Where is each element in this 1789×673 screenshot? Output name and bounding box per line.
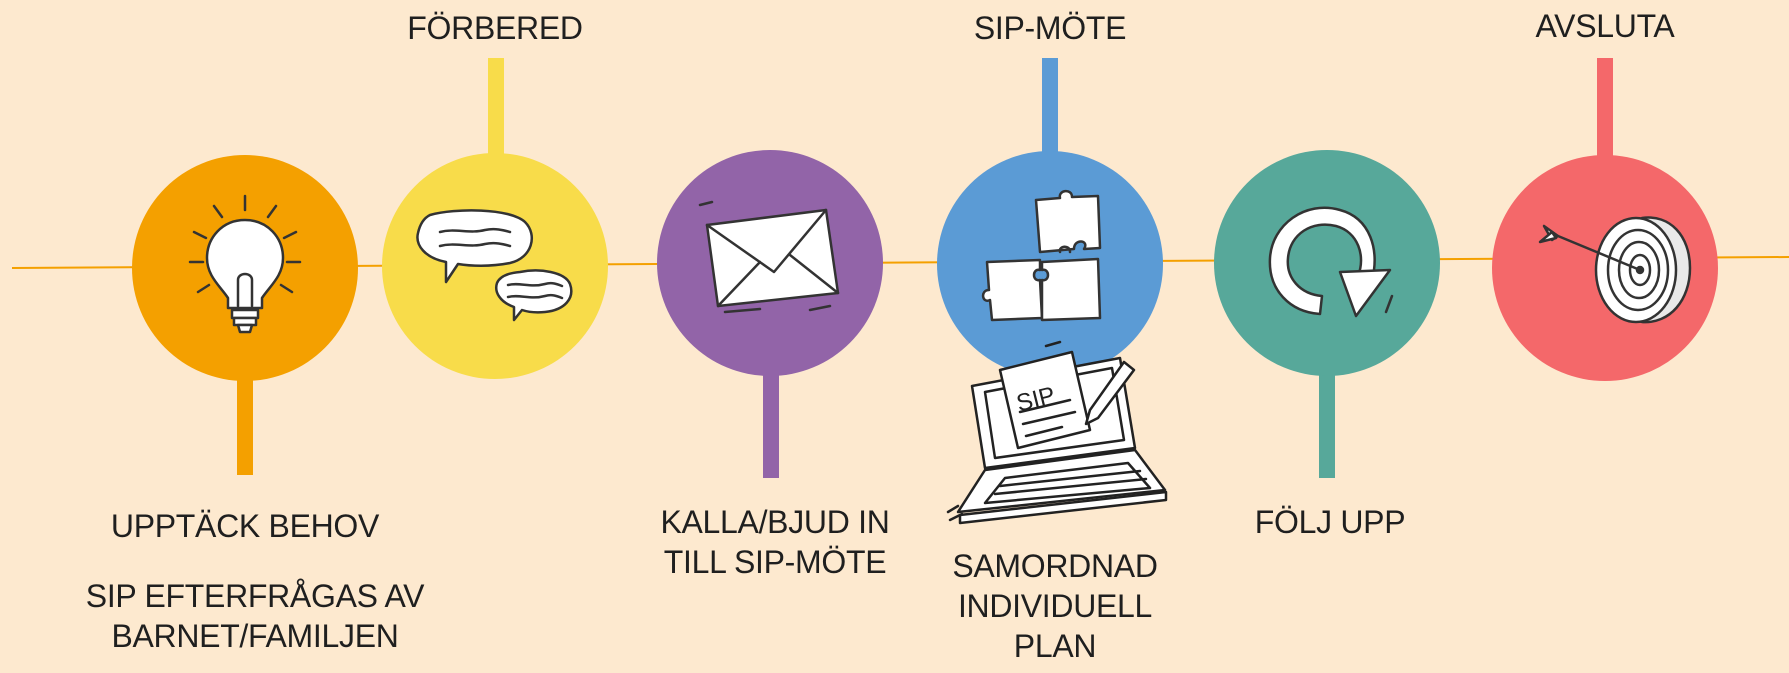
- laptop-sip-icon: [946, 340, 1168, 525]
- label-upptack-subtitle: SIP EFTERFRÅGAS AV BARNET/FAMILJEN: [85, 578, 425, 654]
- puzzle-icon: [981, 189, 1102, 322]
- label-forbered: FÖRBERED: [407, 10, 583, 46]
- envelope-icon: [698, 200, 840, 314]
- stem-upptack: [237, 370, 253, 475]
- lightbulb-icon: [188, 194, 302, 334]
- cycle-arrow-icon: [1268, 206, 1394, 318]
- stem-sipmote: [1042, 58, 1058, 158]
- stem-kalla: [763, 370, 779, 478]
- label-folj: FÖLJ UPP: [1254, 504, 1406, 540]
- stem-forbered: [488, 58, 504, 158]
- stem-folj: [1319, 370, 1335, 478]
- stem-avsluta: [1597, 58, 1613, 156]
- target-icon: [1538, 216, 1692, 324]
- label-samordnad: SAMORDNAD INDIVIDUELL PLAN: [952, 548, 1158, 664]
- circle-folj: [1214, 150, 1440, 376]
- label-sipmote: SIP-MÖTE: [973, 10, 1127, 46]
- label-avsluta: AVSLUTA: [1535, 8, 1675, 44]
- speech-bubbles-icon: [416, 209, 573, 322]
- label-kalla: KALLA/BJUD IN TILL SIP-MÖTE: [660, 504, 890, 580]
- label-upptack: UPPTÄCK BEHOV: [110, 508, 380, 544]
